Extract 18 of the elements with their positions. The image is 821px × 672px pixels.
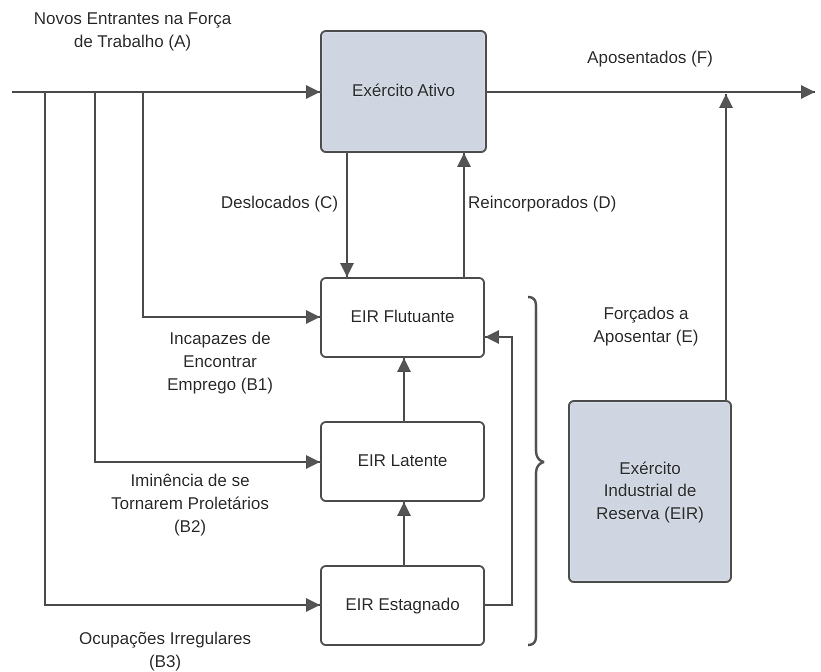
process-box xyxy=(320,565,485,646)
process-box xyxy=(320,30,487,153)
node-label: EIR Estagnado xyxy=(345,594,460,616)
arrow xyxy=(485,330,513,606)
process-box xyxy=(320,421,485,502)
arrow xyxy=(487,85,815,99)
arrow xyxy=(457,153,471,277)
arrow xyxy=(397,358,411,421)
node-label: EIR Latente xyxy=(358,450,448,472)
arrow xyxy=(340,153,354,277)
node-label: Exército Industrial de Reserva (EIR) xyxy=(595,458,705,525)
node-label: Exército Ativo xyxy=(352,80,455,102)
process-box xyxy=(568,400,732,583)
arrow xyxy=(397,502,411,565)
arrow xyxy=(719,94,733,400)
arrow xyxy=(12,91,320,612)
node-label: EIR Flutuante xyxy=(350,306,454,328)
process-box xyxy=(320,277,485,358)
